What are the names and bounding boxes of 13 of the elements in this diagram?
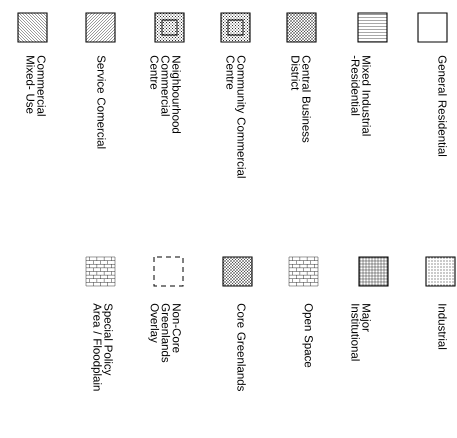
legend-label: Service Comercial — [97, 56, 106, 148]
legend-label: Neighbourhood Commercial Centre — [150, 56, 181, 134]
legend-label: General Residential — [438, 56, 447, 156]
legend-label: Non-Core Greenlands Overlay — [148, 304, 181, 362]
legend-label: Special Policy Area / Floodplain — [91, 303, 113, 391]
legend-label: Major Institutional — [351, 304, 371, 361]
legend-label: Commercial Mixed- Use — [26, 56, 46, 116]
legend-label: Open Space — [302, 304, 313, 368]
legend-label: Central Business District — [291, 56, 311, 142]
legend-label: Community Commercial Centre — [226, 56, 246, 178]
legend-label: Core Greenlands — [237, 304, 246, 391]
legend-label: Industrial — [438, 304, 447, 350]
legend-label: Mixed Industrial -Residential — [351, 56, 371, 136]
